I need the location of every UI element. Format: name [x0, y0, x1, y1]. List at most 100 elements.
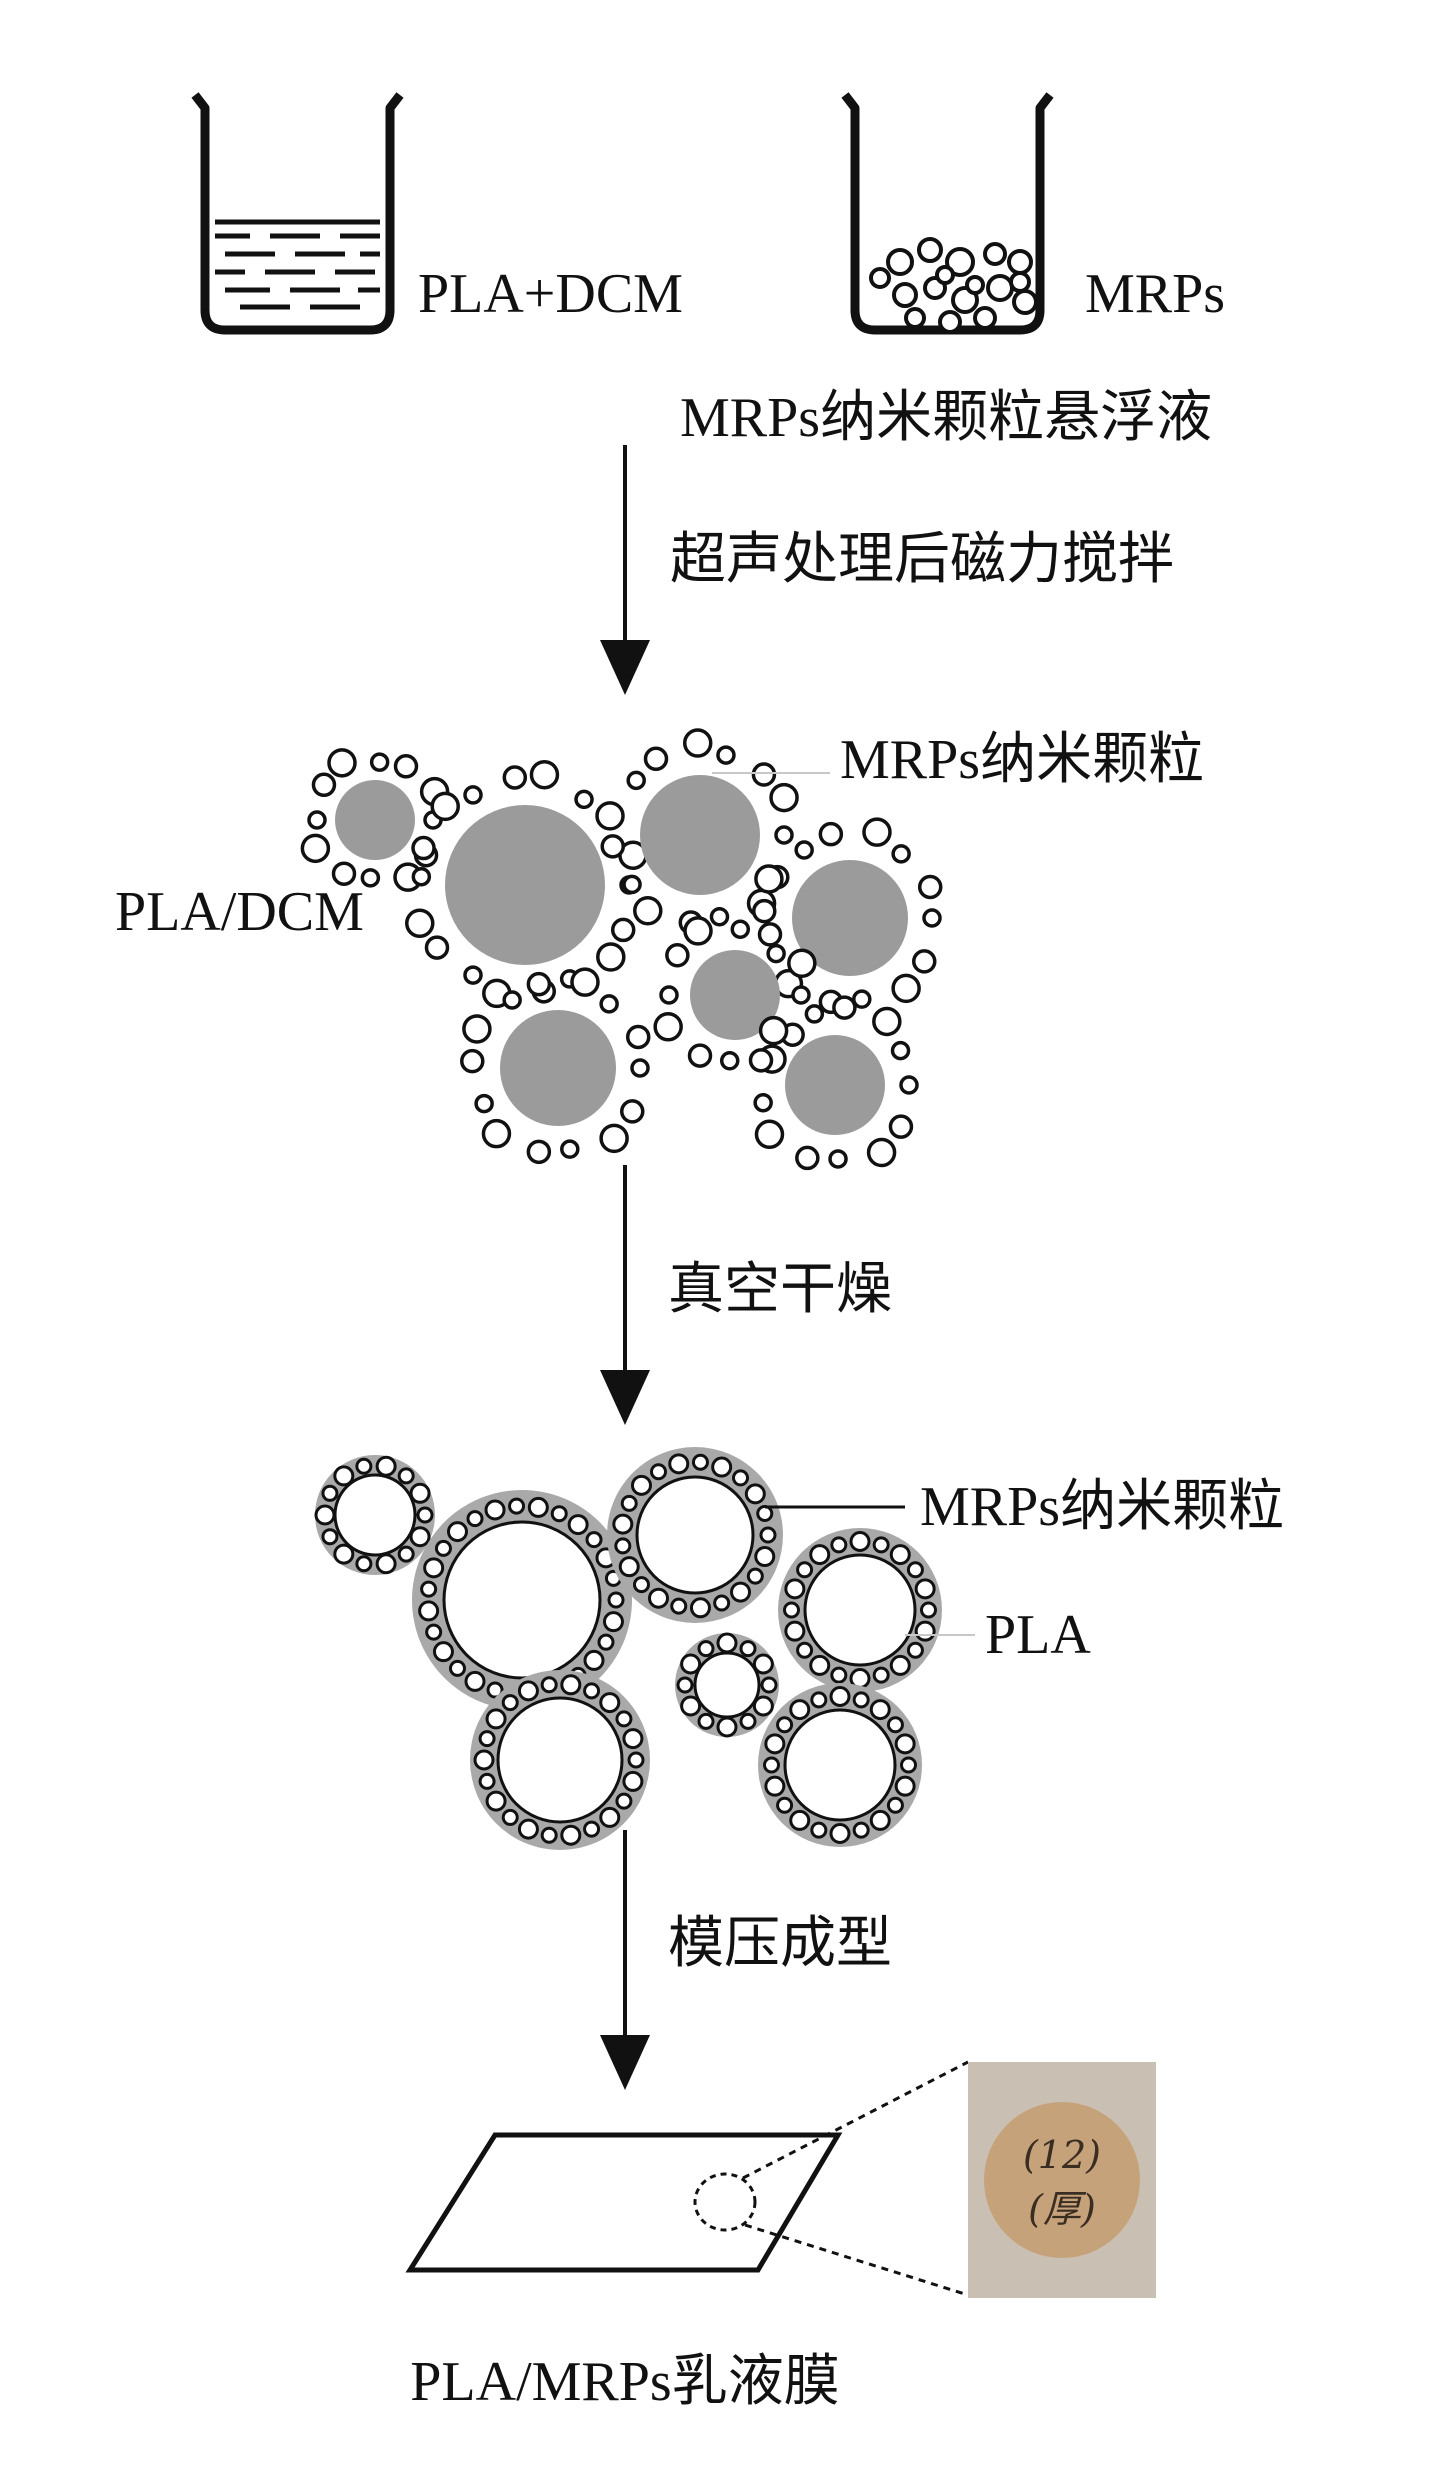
mrp-particle: [620, 1099, 645, 1124]
arrow-2: [600, 1165, 650, 1425]
mrp-particle: [711, 1456, 733, 1478]
mrp-particle: [894, 1733, 916, 1755]
mrp-particle: [648, 1587, 669, 1609]
mrp-particle: [776, 1796, 794, 1814]
magnify-circle: [693, 2172, 757, 2232]
mrp-particle: [484, 1499, 506, 1521]
mrp-particle: [448, 1659, 466, 1677]
droplet-label: PLA/DCM: [115, 881, 364, 943]
mrp-particle: [517, 1818, 539, 1840]
pla-dcm-droplet-core: [445, 805, 605, 965]
pla-dcm-droplet-core: [335, 780, 415, 860]
mrp-particle: [1007, 249, 1033, 275]
mrp-particle: [375, 1455, 397, 1477]
mrp-particle: [1012, 289, 1038, 315]
mrp-particle: [485, 1790, 507, 1812]
mrp-particle: [333, 1465, 355, 1487]
mrp-particle: [789, 1699, 811, 1721]
mrp-particle: [852, 1821, 870, 1839]
mrp-particle: [912, 949, 937, 974]
mrp-particle: [917, 874, 943, 900]
arrow-1: [600, 445, 650, 695]
mrp-particle: [764, 1775, 786, 1797]
mrp-particle: [375, 1553, 397, 1575]
mrp-particle: [307, 810, 327, 830]
mrp-particle: [615, 1792, 633, 1810]
sample-photo: (12) (厚): [968, 2062, 1156, 2298]
mrp-particle: [540, 1826, 558, 1844]
mrp-particle: [567, 1514, 589, 1536]
mrp-particle: [626, 770, 646, 791]
mrp-particle: [501, 1808, 519, 1826]
mrp-particle: [311, 772, 337, 798]
mrp-particle: [766, 943, 786, 964]
mrp-particle: [473, 1749, 495, 1771]
mrp-particle: [653, 1012, 683, 1042]
mrp-particle: [852, 1691, 870, 1709]
photo-text-line-1: (12): [1023, 2133, 1101, 2177]
mrp-particle: [830, 1666, 848, 1684]
mrp-particle: [321, 1528, 339, 1546]
mrp-particle: [463, 785, 483, 805]
mrp-particle: [466, 1510, 484, 1528]
mrp-particle: [764, 1733, 786, 1755]
photo-text-line-2: (厚): [1028, 2187, 1096, 2231]
mrp-particle: [739, 1640, 757, 1658]
mrp-particle: [501, 1694, 519, 1712]
mrp-particle: [481, 1118, 512, 1149]
mrp-particle: [769, 782, 799, 813]
mrp-particle: [418, 1600, 440, 1622]
mrp-particle: [763, 1756, 780, 1774]
mrp-particle: [719, 1051, 740, 1071]
mrp-particle: [614, 1537, 632, 1555]
mrp-particle: [574, 789, 594, 810]
mrp-particle: [986, 274, 1014, 302]
mrp-particle: [810, 1691, 828, 1709]
mrp-particle: [784, 1620, 806, 1642]
mrp-particle: [360, 868, 381, 888]
mrp-particle: [709, 906, 730, 927]
mrp-particle: [828, 1149, 848, 1169]
mrp-particle: [423, 1557, 445, 1579]
mrp-particle: [886, 1796, 904, 1814]
mrp-particle: [791, 985, 811, 1005]
hollow-core: [442, 1520, 602, 1680]
hollow-core: [693, 1651, 761, 1719]
mrp-particle: [630, 1474, 652, 1496]
mrp-particle: [665, 943, 690, 968]
mrp-particle: [794, 840, 814, 860]
mrp-particle: [760, 1676, 778, 1694]
mrp-particle: [599, 1806, 621, 1828]
mrp-particle: [752, 898, 777, 924]
mrp-particle: [983, 242, 1007, 266]
mrp-particle: [753, 1092, 773, 1113]
mrp-particle: [789, 1809, 811, 1831]
mrp-particle: [425, 1623, 443, 1641]
mrp-particle: [583, 1682, 601, 1700]
mrp-particle: [783, 1601, 800, 1619]
mrp-particle: [697, 1640, 715, 1658]
mrp-particle: [570, 967, 600, 997]
mrp-particle: [730, 919, 751, 939]
mrp-particle: [529, 759, 560, 790]
mrp-particle: [810, 1821, 828, 1839]
mrp-particle: [922, 908, 942, 928]
mrp-particle: [697, 1712, 715, 1730]
mrp-particle: [540, 1676, 558, 1694]
mrp-particle: [560, 1824, 582, 1846]
mrp-particle: [583, 1820, 601, 1838]
mrp-particle: [409, 1482, 431, 1504]
mrp-particle: [889, 1654, 911, 1676]
mrp-particle: [682, 728, 713, 758]
mrp-particle: [659, 985, 679, 1005]
mrp-particle: [687, 1043, 713, 1068]
mrp-particle: [796, 1561, 814, 1579]
mrp-particle: [889, 1544, 911, 1566]
mrp-particle: [744, 1483, 766, 1505]
mrp-particle: [585, 1531, 603, 1549]
mrp-particle: [615, 1710, 633, 1728]
emulsion-film: [405, 2060, 969, 2297]
zoom-line-top: [742, 2060, 969, 2180]
suspension-label: MRPs纳米颗粒悬浮液: [680, 387, 1212, 449]
